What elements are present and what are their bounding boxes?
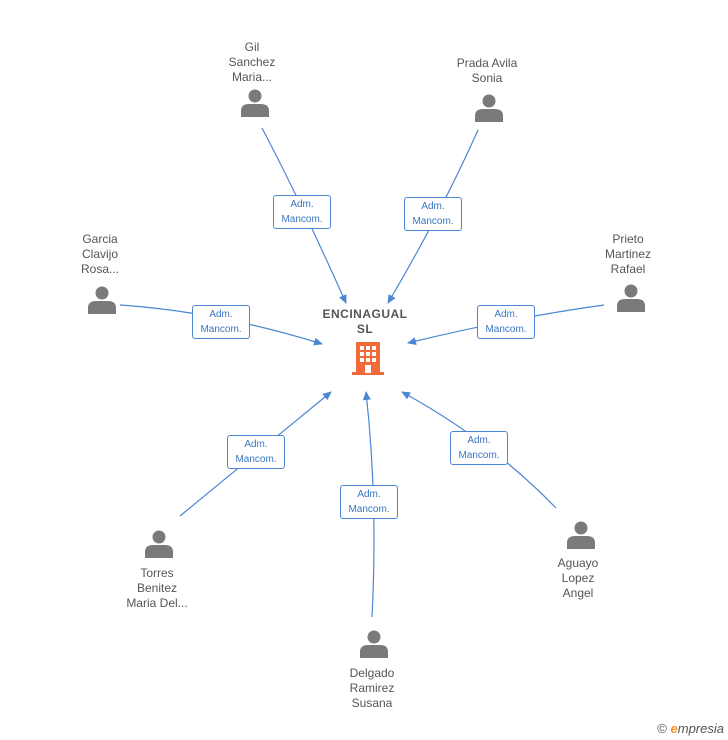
relation-label-line: Mancom. <box>281 214 323 225</box>
person-name-line: Rafael <box>610 262 646 276</box>
relation-label-aguayo[interactable]: Adm. Mancom. <box>450 431 508 465</box>
relation-label-line: Mancom. <box>412 216 454 227</box>
relation-label-line: Mancom. <box>485 324 527 335</box>
person-name-line: Rosa... <box>80 262 119 276</box>
person-name-line: Clavijo <box>81 247 118 261</box>
person-name-line: Delgado <box>349 666 395 680</box>
relation-label-line: Adm. <box>494 309 518 320</box>
person-name-line: Martinez <box>604 247 651 261</box>
person-nodes <box>88 89 645 659</box>
copyright-icon: © <box>657 721 667 736</box>
person-name-line: Ramirez <box>349 681 395 695</box>
relation-label-gil[interactable]: Adm. Mancom. <box>273 195 331 229</box>
person-name-line: Lopez <box>561 571 595 585</box>
relation-label-garcia[interactable]: Adm. Mancom. <box>192 305 250 339</box>
person-name-line: Gil <box>244 40 260 54</box>
relation-label-line: Adm. <box>357 489 381 500</box>
person-name-line: Maria Del... <box>126 596 188 610</box>
relation-label-line: Adm. <box>244 439 268 450</box>
brand-logo-initial: e <box>670 721 678 736</box>
company-name[interactable]: ENCINAGUAL SL <box>305 307 425 337</box>
person-name-line: Sonia <box>471 71 503 85</box>
relation-label-line: Adm. <box>290 199 314 210</box>
person-name-line: Torres <box>140 566 174 580</box>
relation-label-prada[interactable]: Adm. Mancom. <box>404 197 462 231</box>
person-name-line: Aguayo <box>557 556 599 570</box>
relation-label-line: Adm. <box>209 309 233 320</box>
relation-label-line: Mancom. <box>200 324 242 335</box>
relation-label-delgado[interactable]: Adm. Mancom. <box>340 485 398 519</box>
relation-label-prieto[interactable]: Adm. Mancom. <box>477 305 535 339</box>
relation-label-line: Adm. <box>421 201 445 212</box>
person-name-line: Garcia <box>82 232 118 246</box>
brand-logo-text: mpresia <box>677 721 724 736</box>
company-name-line-1: ENCINAGUAL <box>322 307 408 321</box>
person-icon[interactable] <box>475 94 503 123</box>
person-icon[interactable] <box>145 530 173 559</box>
person-icon[interactable] <box>241 89 269 118</box>
company-node[interactable] <box>352 342 384 375</box>
person-icon[interactable] <box>360 630 388 659</box>
person-name-line: Prada Avila <box>456 56 518 70</box>
person-name-line: Maria... <box>231 70 272 84</box>
relation-label-torres[interactable]: Adm. Mancom. <box>227 435 285 469</box>
company-name-line-2: SL <box>356 322 374 336</box>
person-icon[interactable] <box>567 521 595 550</box>
building-icon <box>352 342 384 375</box>
person-name-line: Prieto <box>612 232 644 246</box>
person-name-line: Angel <box>562 586 594 600</box>
relation-label-line: Mancom. <box>235 454 277 465</box>
person-name-line: Sanchez <box>228 55 276 69</box>
person-name-line: Susana <box>351 696 393 710</box>
relation-label-line: Mancom. <box>458 450 500 461</box>
person-name-line: Benitez <box>136 581 178 595</box>
relation-label-line: Adm. <box>467 435 491 446</box>
person-icon[interactable] <box>88 286 116 315</box>
relation-label-line: Mancom. <box>348 504 390 515</box>
person-icon[interactable] <box>617 284 645 313</box>
footer-brand: © empresia <box>657 721 724 736</box>
